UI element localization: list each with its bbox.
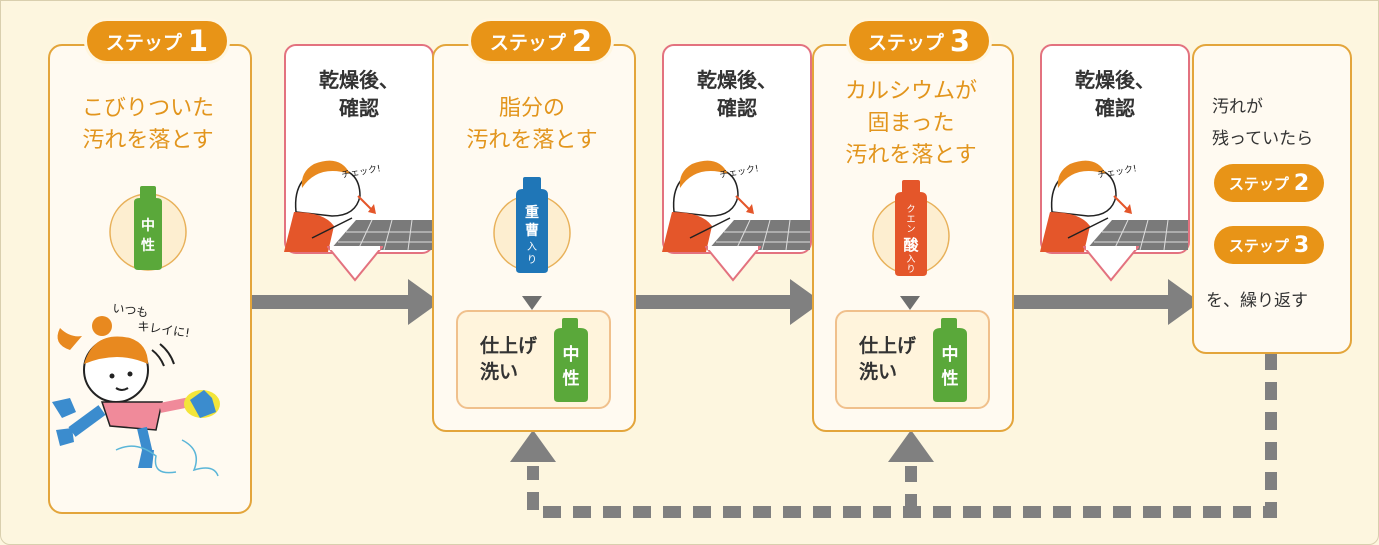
step3-title-line2: 固まった [867,110,955,136]
cleaning-girl-illustration: いつも キレイに! [52,301,220,477]
step1-badge: ステップ 1 [84,18,230,64]
step3-badge-number: 3 [949,24,971,58]
citric-acid-bottle-icon: ク エ ン 酸 入 り [872,180,950,276]
check-card-2-title: 乾燥後、 確認 [664,66,810,122]
step2-title-line2: 汚れを落とす [466,127,598,153]
arrow-shaft-2 [632,295,790,309]
step2-title: 脂分の 汚れを落とす [442,93,622,157]
step3-bottle-char5: 入 [906,254,915,265]
check-card-3-title-line1: 乾燥後、 [1075,68,1155,92]
return-arrowhead-step2 [510,430,556,462]
check-card-2: 乾燥後、 確認 チェック! [662,44,812,254]
step1-badge-label: ステップ [105,31,182,54]
step3-bottle-char6: り [906,264,915,275]
check-card-1-title-line2: 確認 [339,96,379,120]
step2-bottle-char2: 曹 [525,222,539,239]
step2-finish-line1: 仕上げ [480,335,538,357]
arrowhead-2 [790,279,822,325]
step2-finish-bottle-icon: 中 性 [554,318,588,402]
step2-finish-line2: 洗い [480,360,519,383]
step2-bottle-char1: 重 [525,204,539,221]
repeat-line2: 残っていたら [1212,129,1314,149]
step3-title-line3: 汚れを落とす [845,142,977,168]
step2-finish-bottle-char1: 中 [563,344,580,365]
step3-badge: ステップ 3 [846,18,992,64]
return-arrowhead-step3 [888,430,934,462]
step1-bottle-char2: 性 [141,237,155,254]
step3-finish-bottle-char1: 中 [942,344,959,365]
step3-finish-line1: 仕上げ [859,335,917,357]
step2-title-line1: 脂分の [498,96,565,121]
check-card-1-title: 乾燥後、 確認 [286,66,432,122]
arrowhead-3 [1168,279,1200,325]
step2-bottle-char3: 入 [527,242,537,253]
arrowhead-1 [408,279,440,325]
repeat-step2-pill: ステップ 2 [1214,164,1324,202]
step3-finish-bottle-icon: 中 性 [933,318,967,402]
repeat-step2-label: ステップ [1228,174,1289,193]
step3-bottle-char3: ン [906,225,915,235]
step2-down-triangle-icon [522,296,542,310]
check-card-2-title-line1: 乾燥後、 [697,68,777,92]
arrow-shaft-1 [248,295,408,309]
repeat-line1: 汚れが [1212,97,1263,117]
check-card-1-title-line1: 乾燥後、 [319,68,399,92]
step1-bottle-char1: 中 [141,217,155,234]
baking-soda-bottle-icon: 重 曹 入 り [493,177,571,273]
check-card-3-title: 乾燥後、 確認 [1042,66,1188,122]
speech-part2: キレイに! [137,319,191,340]
step2-badge-number: 2 [571,24,593,58]
step2-finish-bottle-char2: 性 [563,368,580,389]
step3-title-line1: カルシウムが [844,79,977,104]
check-speech-2: チェック! [719,163,760,181]
check-card-1: 乾燥後、 確認 チェック! [284,44,434,254]
step2-badge: ステップ 2 [468,18,614,64]
step3-bottle-char4: 酸 [903,236,919,254]
arrow-shaft-3 [1010,295,1168,309]
check-illustration-1: チェック! [284,160,432,252]
step1-panel [48,44,252,514]
step2-badge-label: ステップ [489,31,566,54]
check-card-2-title-line2: 確認 [717,96,757,120]
check-card-3-title-line2: 確認 [1095,96,1135,120]
step2-finish-label: 仕上げ 洗い [480,334,537,385]
repeat-step3-number: 3 [1293,232,1310,258]
repeat-step2-number: 2 [1293,170,1310,196]
speech-part1: いつも [112,301,150,320]
repeat-line3: を、繰り返す [1206,291,1308,311]
step2-finish-box: 仕上げ 洗い 中 性 [456,310,611,409]
step3-down-triangle-icon [900,296,920,310]
repeat-step3-pill: ステップ 3 [1214,226,1324,264]
check-card-3-tail [1083,246,1139,282]
step3-bottle-char2: エ [906,215,915,225]
step2-bottle-char4: り [527,254,537,266]
step3-bottle-char1: ク [906,204,915,215]
repeat-step3-label: ステップ [1228,236,1289,255]
step3-finish-label: 仕上げ 洗い [859,334,916,385]
step1-badge-number: 1 [187,24,209,58]
step1-title-line2: 汚れを落とす [82,127,214,153]
check-card-1-tail [327,246,383,282]
check-illustration-3: チェック! [1040,160,1188,252]
step3-badge-label: ステップ [867,31,944,54]
check-speech-3: チェック! [1097,163,1138,181]
check-card-3: 乾燥後、 確認 チェック! [1040,44,1190,254]
neutral-bottle-icon: 中 性 [109,186,187,271]
step1-title: こびりついた 汚れを落とす [58,93,238,157]
step1-title-line1: こびりついた [81,96,215,121]
step3-finish-bottle-char2: 性 [942,368,959,389]
check-card-2-tail [705,246,761,282]
step3-finish-box: 仕上げ 洗い 中 性 [835,310,990,409]
check-illustration-2: チェック! [662,160,810,252]
step3-finish-line2: 洗い [859,360,898,383]
check-speech-1: チェック! [341,163,382,181]
step3-title: カルシウムが 固まった 汚れを落とす [821,76,1001,172]
